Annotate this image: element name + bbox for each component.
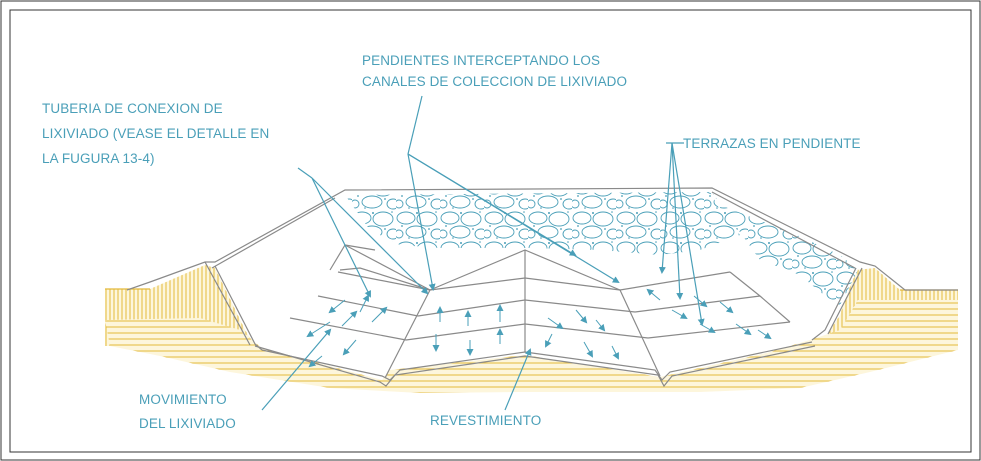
arrow — [342, 339, 357, 356]
arrow — [545, 333, 553, 348]
leader-terrazas-1 — [658, 142, 673, 274]
leader-movimiento — [261, 328, 332, 411]
arrow — [757, 329, 772, 340]
label-pendientes-line1: PENDIENTES INTERCEPTANDO LOS — [362, 53, 601, 68]
label-terrazas-text: TERRAZAS EN PENDIENTE — [683, 136, 861, 151]
label-tuberia-line1: TUBERIA DE CONEXION DE — [42, 101, 223, 116]
arrow — [611, 345, 619, 360]
leader-pendientes-2 — [407, 153, 436, 291]
leader-tuberia-3 — [311, 177, 429, 295]
arrow — [341, 310, 358, 327]
label-revestimiento-text: REVESTIMIENTO — [430, 413, 542, 428]
label-movimiento: MOVIMIENTO DEL LIXIVIADO — [139, 388, 236, 436]
leader-tuberia-1 — [297, 167, 313, 179]
leader-terrazas-3 — [671, 142, 705, 326]
arrow — [595, 319, 606, 332]
leachate-arrows — [306, 288, 772, 368]
label-movimiento-line2: DEL LIXIVIADO — [139, 416, 236, 431]
leader-revestimiento — [504, 348, 532, 411]
label-tuberia-line2: LIXIVIADO (VEASE EL DETALLE EN — [42, 126, 270, 141]
arrow — [306, 321, 331, 338]
label-pendientes-line2: CANALES DE COLECCION DE LIXIVIADO — [362, 74, 628, 89]
label-tuberia: TUBERIA DE CONEXION DE LIXIVIADO (VEASE … — [42, 96, 269, 171]
leader-pendientes-1 — [407, 95, 423, 155]
arrow — [583, 341, 593, 358]
soil-bottom — [105, 300, 958, 393]
leader-pendientes-4 — [407, 153, 620, 284]
arrow — [371, 306, 388, 323]
arrow — [719, 301, 734, 314]
arrow — [735, 323, 752, 336]
label-movimiento-line1: MOVIMIENTO — [139, 392, 227, 407]
arrow — [328, 299, 346, 314]
arrow — [671, 309, 688, 319]
arrow — [547, 317, 564, 330]
label-pendientes: PENDIENTES INTERCEPTANDO LOS CANALES DE … — [362, 50, 627, 92]
leader-tuberia-2 — [311, 177, 371, 298]
arrow — [646, 288, 661, 301]
inner-border — [9, 9, 972, 453]
arrow — [308, 355, 323, 368]
label-revestimiento: REVESTIMIENTO — [430, 410, 541, 431]
arrow — [693, 295, 708, 308]
rock-fill — [345, 192, 858, 305]
label-tuberia-line3: LA FUGURA 13-4) — [42, 151, 155, 166]
leader-lines — [261, 95, 705, 411]
arrow — [359, 294, 369, 313]
arrow — [575, 309, 588, 324]
leader-terrazas-2 — [671, 142, 684, 300]
label-terrazas: TERRAZAS EN PENDIENTE — [683, 133, 861, 154]
